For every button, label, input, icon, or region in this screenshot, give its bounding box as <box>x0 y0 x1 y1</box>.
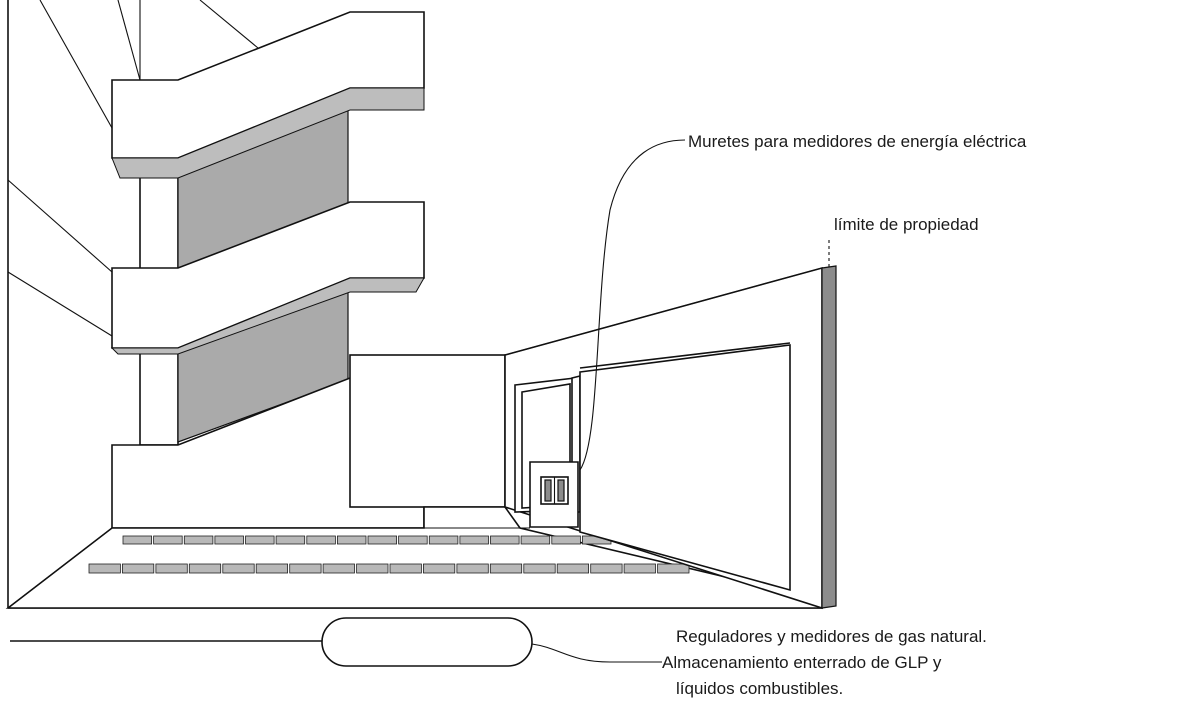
meter-right <box>557 479 565 502</box>
back-wall <box>349 354 506 508</box>
paving-tile <box>122 535 153 545</box>
gas-installation <box>10 617 662 667</box>
meter-left <box>544 479 552 502</box>
column-lower <box>139 349 179 446</box>
underground-tank <box>321 617 533 667</box>
label-gas-line-3: líquidos combustibles. <box>676 679 843 698</box>
paving-strip-lower <box>88 563 690 574</box>
roof-line-1 <box>39 0 113 129</box>
paving-tile <box>188 563 222 574</box>
gate-frame-right <box>579 344 791 592</box>
paving-tile <box>245 535 275 545</box>
floor-edge-left <box>7 527 113 609</box>
balcony-middle-edge <box>110 277 425 355</box>
roof-line-2 <box>117 0 141 81</box>
label-property-limit: límite de propiedad <box>834 215 979 234</box>
paving-tile <box>153 535 183 545</box>
leader-gas <box>531 643 662 663</box>
paving-tile <box>88 563 121 574</box>
property-limit-line <box>504 267 823 356</box>
label-gas-line-1: Reguladores y medidores de gas natural. <box>676 627 987 646</box>
paving-tile <box>456 563 489 574</box>
paving-tile <box>551 535 581 545</box>
leader-electric-meter <box>579 139 686 471</box>
property-limit-wall-edge <box>821 265 837 609</box>
paving-tile <box>275 535 306 545</box>
paving-strips <box>88 535 690 574</box>
paving-tile <box>389 563 422 574</box>
label-gas-line-2: Almacenamiento enterrado de GLP y <box>662 653 942 672</box>
paving-tile <box>214 535 244 545</box>
paving-tile <box>623 563 656 574</box>
paving-tile <box>422 563 456 574</box>
paving-tile <box>367 535 398 545</box>
paving-tile <box>122 563 155 574</box>
paving-tile <box>490 535 520 545</box>
label-electric-meters: Muretes para medidores de energía eléctr… <box>688 132 1027 151</box>
courtyard <box>5 354 823 609</box>
paving-tile <box>398 535 428 545</box>
paving-tile <box>255 563 289 574</box>
paving-tile <box>306 535 336 545</box>
paving-tile <box>657 563 690 574</box>
paving-tile <box>183 535 214 545</box>
paving-tile <box>155 563 188 574</box>
leader-lines <box>504 139 823 471</box>
paving-tile <box>520 535 551 545</box>
paving-tile <box>459 535 489 545</box>
upper-structure-lines <box>7 0 259 337</box>
paving-tile <box>336 535 367 545</box>
gate-top-bar <box>579 342 791 369</box>
column-upper <box>139 169 179 271</box>
paving-tile <box>428 535 459 545</box>
electric-meter-wall <box>529 461 579 528</box>
paving-tile <box>222 563 255 574</box>
paving-tile <box>356 563 389 574</box>
paving-tile <box>322 563 355 574</box>
paving-tile <box>590 563 623 574</box>
paving-tile <box>523 563 556 574</box>
right-side-wall <box>504 240 837 610</box>
left-wall-line-1 <box>7 271 113 337</box>
paving-tile <box>289 563 322 574</box>
labels: Muretes para medidores de energía eléctr… <box>662 132 1027 698</box>
roof-line-4 <box>199 0 259 49</box>
left-building <box>110 11 425 529</box>
paving-tile <box>489 563 523 574</box>
paving-tile <box>556 563 590 574</box>
balcony-upper-edge <box>111 87 425 179</box>
left-wall-line-2 <box>7 179 113 273</box>
paving-strip-upper <box>122 535 612 545</box>
